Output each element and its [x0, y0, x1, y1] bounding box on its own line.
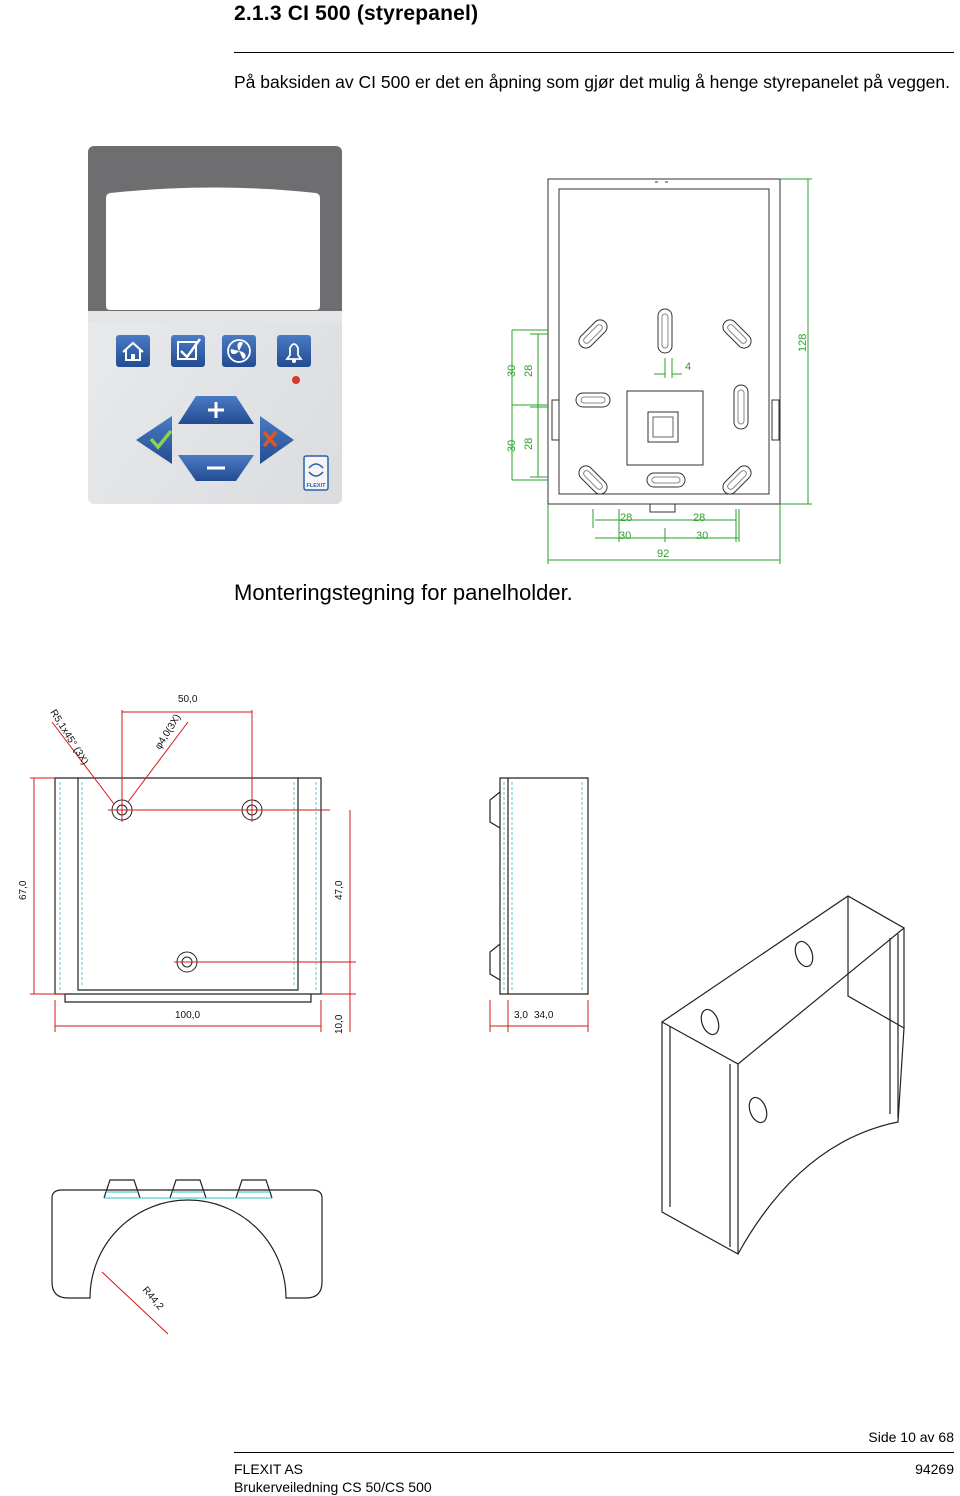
svg-text:28: 28 — [523, 365, 535, 377]
home-icon — [116, 335, 150, 367]
footer-company: FLEXIT AS — [234, 1461, 303, 1477]
svg-text:67,0: 67,0 — [18, 880, 29, 900]
svg-text:30: 30 — [506, 365, 518, 377]
footer-divider — [234, 1452, 954, 1453]
svg-text:30: 30 — [696, 530, 708, 542]
svg-text:100,0: 100,0 — [175, 1010, 200, 1021]
svg-text:28: 28 — [523, 438, 535, 450]
control-panel-illustration: FLEXIT — [88, 146, 342, 504]
footer-doc-number: 94269 — [915, 1461, 954, 1477]
flexit-logo: FLEXIT — [303, 455, 329, 491]
minus-icon — [178, 455, 254, 481]
svg-text:128: 128 — [797, 334, 809, 352]
header-divider — [234, 52, 954, 53]
backplate-drawing: 30 28 30 28 4 128 28 28 30 30 92 — [506, 178, 812, 564]
status-led — [292, 376, 300, 384]
svg-text:34,0: 34,0 — [534, 1010, 554, 1021]
holder-dimensions: 50,0 R5,1x45° (3X) φ4,0(3X) 67,0 47,0 10… — [18, 694, 554, 1313]
drawing-caption: Monteringstegning for panelholder. — [234, 580, 573, 605]
fan-icon — [222, 335, 256, 367]
svg-text:47,0: 47,0 — [334, 880, 345, 900]
svg-text:92: 92 — [657, 548, 669, 560]
page-number: Side 10 av 68 — [868, 1429, 954, 1445]
svg-text:50,0: 50,0 — [178, 694, 198, 705]
plus-icon — [178, 396, 254, 424]
checkbox-icon — [171, 335, 205, 367]
section-heading: 2.1.3 CI 500 (styrepanel) — [234, 2, 479, 25]
intro-paragraph: På baksiden av CI 500 er det en åpning s… — [234, 72, 951, 92]
check-icon — [136, 416, 173, 464]
cross-icon — [260, 416, 294, 464]
svg-text:30: 30 — [619, 530, 631, 542]
holder-technical-drawing: 50,0 R5,1x45° (3X) φ4,0(3X) 67,0 47,0 10… — [18, 694, 906, 1335]
footer-manual-title: Brukerveiledning CS 50/CS 500 — [234, 1479, 432, 1495]
svg-text:R44,2: R44,2 — [140, 1285, 166, 1313]
display-screen — [106, 187, 320, 310]
svg-text:φ4,0(3X): φ4,0(3X) — [153, 712, 183, 751]
svg-text:28: 28 — [620, 512, 632, 524]
svg-text:FLEXIT: FLEXIT — [307, 483, 327, 489]
svg-text:R5,1x45° (3X): R5,1x45° (3X) — [47, 708, 90, 767]
svg-text:3,0: 3,0 — [514, 1010, 528, 1021]
svg-text:10,0: 10,0 — [334, 1014, 345, 1034]
backplate-dimensions: 30 28 30 28 4 128 28 28 30 30 92 — [506, 334, 809, 560]
svg-text:4: 4 — [685, 361, 691, 373]
svg-text:28: 28 — [693, 512, 705, 524]
bell-icon — [277, 335, 311, 367]
svg-text:30: 30 — [506, 440, 518, 452]
